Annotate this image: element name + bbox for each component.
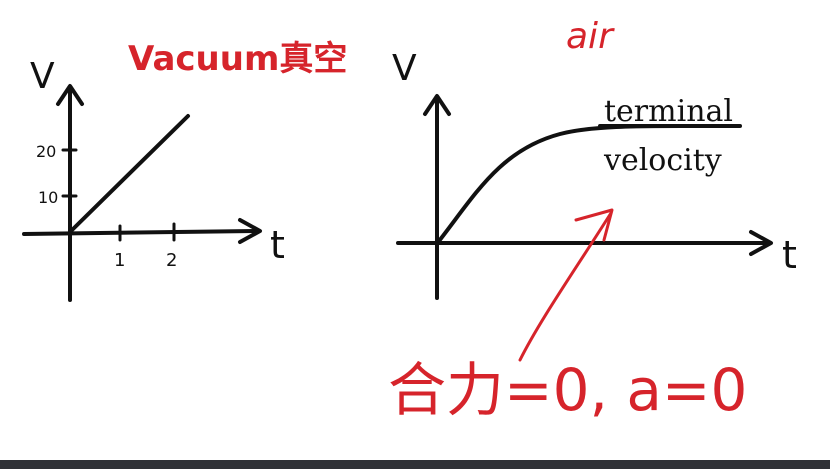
right-x-arrowhead — [749, 230, 773, 256]
left-y-arrowhead — [56, 84, 84, 106]
left-y-axis-label: V — [30, 56, 55, 97]
left-velocity-line — [68, 114, 190, 234]
left-graph — [22, 84, 262, 302]
left-x-tick-label-1: 1 — [114, 250, 125, 271]
annotation-arrow — [518, 208, 614, 362]
right-graph — [396, 94, 773, 300]
right-x-axis-label: t — [782, 233, 797, 277]
left-x-tick-label-2: 2 — [166, 250, 177, 271]
left-y-tick-label-10: 10 — [38, 188, 58, 207]
terminal-label-line2: velocity — [603, 143, 722, 178]
right-y-arrowhead — [423, 94, 451, 116]
annotation-equation: 合力=0, a=0 — [388, 356, 747, 424]
annotation-arrow-head — [574, 208, 614, 242]
left-x-axis — [22, 229, 259, 236]
left-y-tick-label-20: 20 — [36, 142, 56, 161]
left-graph-title: Vacuum真空 — [128, 39, 347, 79]
left-x-axis-label: t — [270, 223, 285, 267]
annotation-arrow-shaft — [518, 211, 613, 362]
left-x-arrowhead — [238, 218, 262, 244]
bottom-bar — [0, 460, 830, 469]
terminal-label-line1: terminal — [604, 94, 733, 129]
right-graph-title: air — [566, 16, 615, 57]
right-y-axis-label: V — [392, 48, 417, 89]
